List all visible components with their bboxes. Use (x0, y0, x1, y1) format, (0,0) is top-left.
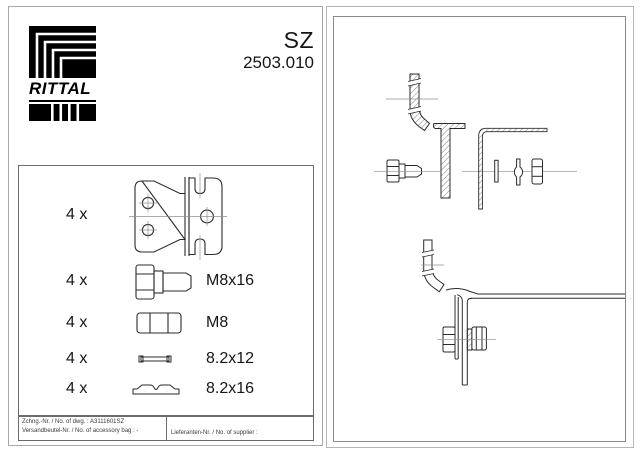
drawing-frame (333, 16, 626, 442)
model-number: 2503.010 (243, 53, 314, 72)
part-qty-bracket: 4 x (66, 206, 88, 223)
part-qty-washer: 4 x (66, 350, 88, 367)
drawing-number: Zchng.-Nr. / No. of dwg. : A3111601SZ (22, 419, 125, 425)
brand-rule (29, 100, 96, 102)
parts-list-box: 4 x (18, 165, 314, 417)
assembled-view (421, 239, 625, 386)
title-block-left-cell: Zchng.-Nr. / No. of dwg. : A3111601SZ Ve… (19, 416, 167, 440)
sheet-right (326, 6, 634, 448)
supplier-number: Lieferanten-Nr. / No. of supplier : (171, 430, 258, 436)
part-qty-bolt: 4 x (66, 272, 88, 289)
product-code: SZ (283, 27, 314, 53)
sheet-left: RITTAL SZ 2503.010 4 x (8, 6, 323, 446)
title-block: Zchng.-Nr. / No. of dwg. : A3111601SZ Ve… (18, 415, 314, 441)
part-label-washer: 8.2x12 (206, 350, 255, 367)
contact-washer-drawing (132, 384, 180, 395)
exploded-view (374, 73, 577, 210)
part-label-nut: M8 (206, 314, 229, 331)
rittal-logo: RITTAL (29, 26, 99, 121)
part-qty-nut: 4 x (66, 314, 88, 331)
accessory-bag-number: Versandbeutel-Nr. / No. of accessory bag… (22, 428, 139, 434)
washer-drawing (138, 355, 172, 363)
rittal-logo-mark (29, 26, 96, 78)
brand-name: RITTAL (29, 79, 92, 98)
nut-drawing (136, 312, 182, 334)
part-label-contact-washer: 8.2x16 (206, 380, 255, 397)
bracket-drawing (129, 173, 227, 260)
bolt-drawing (135, 264, 192, 300)
part-qty-contact-washer: 4 x (66, 380, 88, 397)
brand-bar (29, 104, 96, 121)
assembly-drawing (374, 73, 625, 386)
title-block-right-cell: Lieferanten-Nr. / No. of supplier : (167, 416, 313, 440)
part-label-bolt: M8x16 (206, 272, 255, 289)
